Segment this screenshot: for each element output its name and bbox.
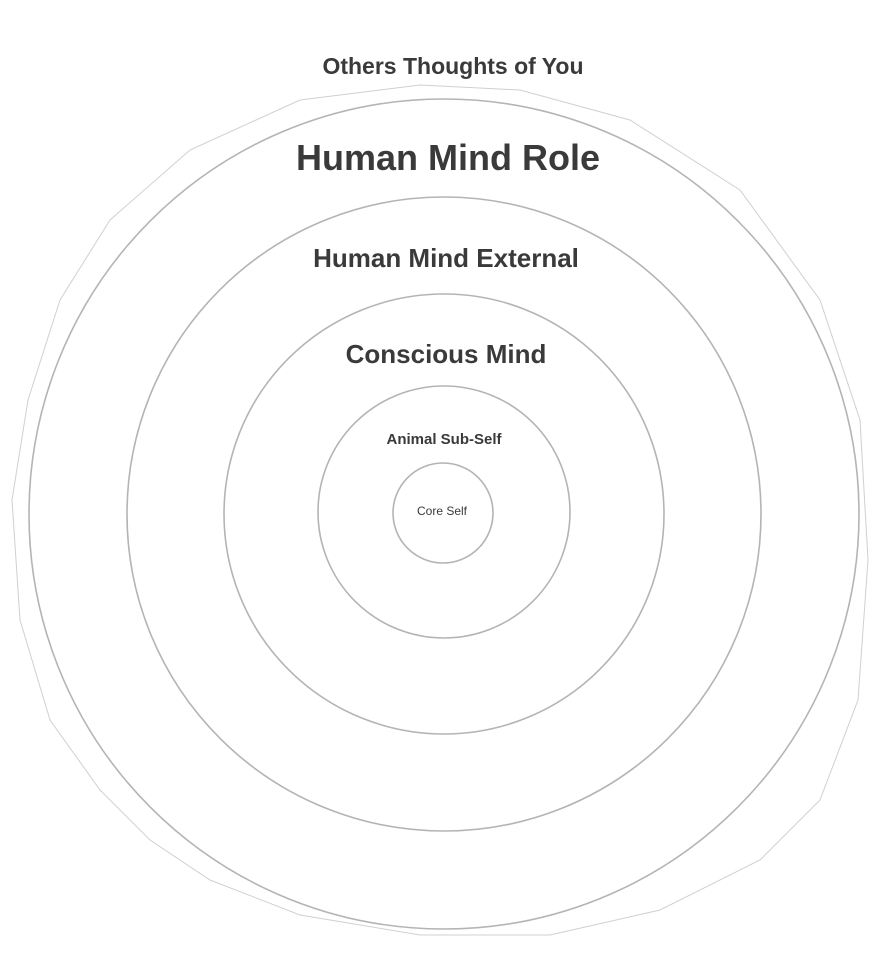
label-human-mind-external: Human Mind External: [313, 243, 579, 273]
label-human-mind-role: Human Mind Role: [296, 137, 600, 178]
label-conscious-mind: Conscious Mind: [346, 339, 547, 369]
ring-conscious-mind: [223, 293, 665, 735]
ring-human-mind-role: [28, 98, 860, 930]
label-animal-sub-self: Animal Sub-Self: [386, 431, 502, 448]
ring-animal-sub-self: [317, 385, 571, 639]
ring-core-self: [392, 462, 494, 564]
ring-human-mind-external: [126, 196, 762, 832]
paper-cutout-edge: [11, 84, 869, 936]
label-others-thoughts: Others Thoughts of You: [322, 53, 583, 79]
label-core-self: Core Self: [417, 504, 468, 518]
